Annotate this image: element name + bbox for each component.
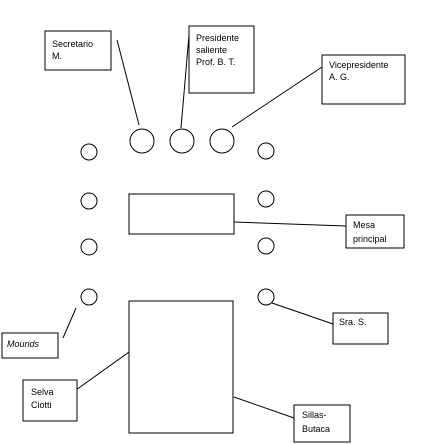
label-selva-line-1: Selva xyxy=(31,387,54,397)
label-mesa-line-2: principal xyxy=(353,234,387,244)
head-table xyxy=(128,193,235,235)
label-vicepresidente-line-2: A. G. xyxy=(329,72,350,82)
label-mesa-line-1: Mesa xyxy=(353,220,375,230)
seat-presidente xyxy=(169,128,195,154)
label-sillas: Sillas- Butaca xyxy=(293,404,351,443)
label-mourids: Mourids xyxy=(1,332,59,359)
seat-right-3 xyxy=(257,237,275,255)
connector-vicepresidente xyxy=(231,66,323,128)
label-presidente-line-1: Presidente xyxy=(196,33,239,43)
seat-right-2 xyxy=(257,190,275,208)
seat-left-4 xyxy=(80,288,98,306)
label-selva-line-2: Ciotti xyxy=(31,400,52,410)
label-sra-line-1: Sra. S. xyxy=(339,317,367,327)
label-mesa: Mesa principal xyxy=(345,214,405,249)
label-sillas-line-2: Butaca xyxy=(302,424,330,434)
connector-sillas xyxy=(233,396,295,419)
seat-vicepresidente xyxy=(209,128,235,154)
seat-left-1 xyxy=(80,143,98,161)
label-sillas-line-1: Sillas- xyxy=(302,410,327,420)
label-presidente-line-2: saliente xyxy=(196,45,227,55)
seat-right-1 xyxy=(257,142,275,160)
label-secretario: Secretario M. xyxy=(44,30,112,71)
label-vicepresidente-line-1: Vicepresidente xyxy=(329,60,388,70)
connector-mourids xyxy=(62,307,77,339)
seat-left-3 xyxy=(80,238,98,256)
connector-selva xyxy=(75,351,130,391)
connector-sra xyxy=(271,302,334,325)
label-mourids-line-1: Mourids xyxy=(7,339,40,349)
connector-presidente xyxy=(180,34,190,129)
seat-right-4 xyxy=(257,288,275,306)
label-secretario-line-1: Secretario xyxy=(52,39,93,49)
label-selva: Selva Ciotti xyxy=(22,379,78,422)
seat-secretario xyxy=(129,128,155,154)
connector-mesa xyxy=(233,221,347,227)
label-presidente-line-3: Prof. B. T. xyxy=(196,57,235,67)
chairs-block xyxy=(128,300,234,434)
seat-left-2 xyxy=(80,192,98,210)
connector-secretario xyxy=(116,39,140,126)
label-vicepresidente: Vicepresidente A. G. xyxy=(321,54,406,105)
label-presidente: Presidente saliente Prof. B. T. xyxy=(188,25,255,94)
label-sra: Sra. S. xyxy=(332,312,389,345)
label-secretario-line-2: M. xyxy=(52,51,62,61)
